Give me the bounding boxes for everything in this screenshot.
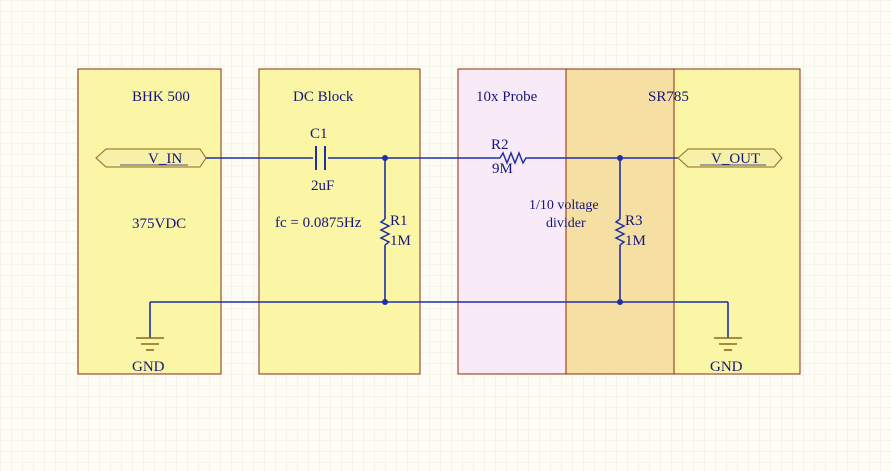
resistor-r3-symbol[interactable] [614,218,626,246]
r1-ref-label: R1 [390,213,408,229]
block-title-dc-block: DC Block [293,89,354,105]
block-overlap-region [566,69,674,374]
port-vin-label: V_IN [148,151,182,167]
r3-value-label: 1M [625,233,646,249]
probe-note-line1: 1/10 voltage [529,198,599,213]
port-vout-label: V_OUT [711,151,760,167]
r2-value-label: 9M [492,161,513,177]
capacitor-c1-symbol[interactable] [315,146,326,170]
ground-net-wire [149,301,729,338]
junction-dot [617,299,623,305]
c1-value-label: 2uF [311,178,334,194]
c1-ref-label: C1 [310,126,328,142]
ground-right-icon [714,337,742,351]
junction-dot [382,155,388,161]
port-vout-shape[interactable] [677,148,783,168]
junction-dot [382,299,388,305]
resistor-r2-symbol[interactable] [499,150,528,166]
r2-ref-label: R2 [491,137,509,153]
resistor-r1-symbol[interactable] [379,218,391,246]
gnd-right-label: GND [710,359,743,375]
block-title-10x-probe: 10x Probe [476,89,538,105]
cutoff-frequency-label: fc = 0.0875Hz [275,215,362,231]
r3-ref-label: R3 [625,213,643,229]
block-title-bhk500: BHK 500 [132,89,190,105]
probe-note-line2: divider [546,216,586,231]
junction-dot [617,155,623,161]
r1-value-label: 1M [390,233,411,249]
supply-voltage-label: 375VDC [132,216,186,232]
ground-left-icon [136,337,164,351]
block-dc-block[interactable] [258,68,421,375]
gnd-left-label: GND [132,359,165,375]
port-vin-shape[interactable] [95,148,207,168]
block-title-sr785: SR785 [648,89,689,105]
